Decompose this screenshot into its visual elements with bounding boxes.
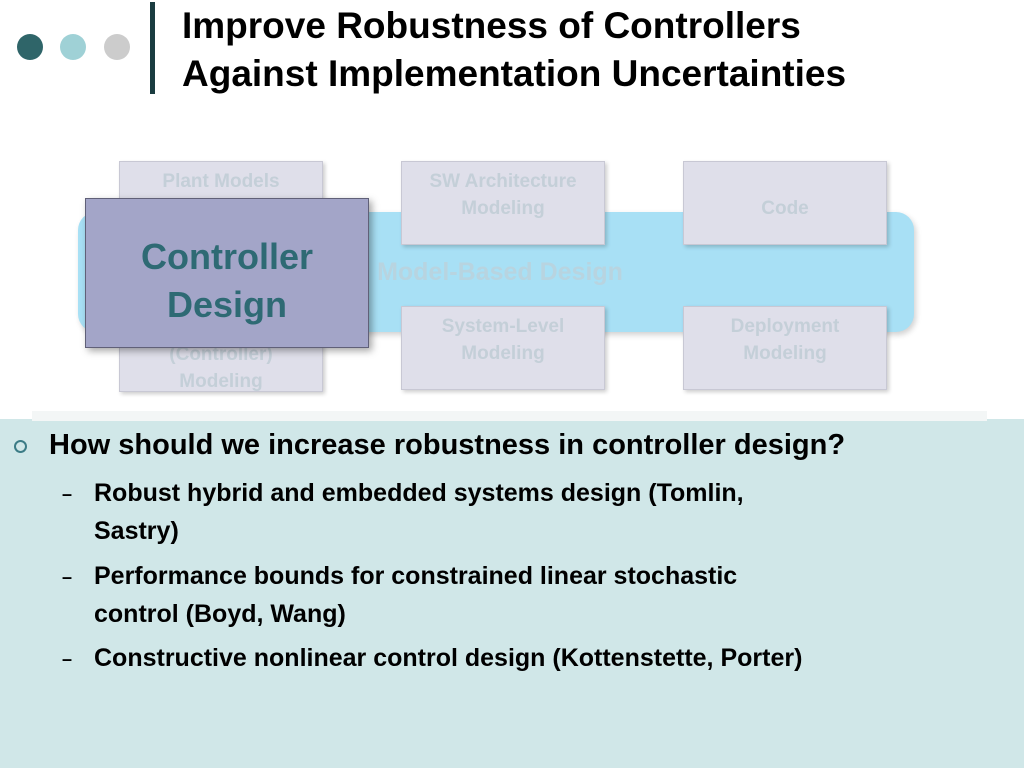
sub-point-2: Performance bounds for constrained linea…	[94, 557, 974, 633]
deployment-box: Deployment Modeling	[683, 306, 887, 390]
sub-point-3-line-1: Constructive nonlinear control design (K…	[94, 644, 803, 672]
model-based-design-diagram: Model-Based Design Plant Models (Control…	[0, 150, 1024, 420]
focus-line-1: Controller	[140, 236, 313, 277]
sub-point-2-line-2: control (Boyd, Wang)	[94, 600, 346, 628]
title-separator-bar	[150, 2, 155, 94]
title-line-2: Against Implementation Uncertainties	[182, 53, 847, 94]
focus-line-2: Design	[166, 284, 288, 325]
nav-dot-1	[17, 34, 43, 60]
dash-bullet-icon: –	[62, 567, 73, 587]
sw-architecture-box: SW Architecture Modeling	[401, 161, 605, 245]
sw-architecture-line-1: SW Architecture	[429, 171, 577, 192]
system-level-line-2: Modeling	[461, 343, 545, 364]
controller-design-focus-box: Controller Design	[85, 198, 369, 348]
sub-point-1: Robust hybrid and embedded systems desig…	[94, 474, 974, 550]
controller-modeling-line-1: (Controller)	[169, 344, 273, 365]
slide-title: Improve Robustness of Controllers Agains…	[182, 2, 1002, 98]
nav-dot-3	[104, 34, 130, 60]
dash-bullet-icon: –	[62, 484, 73, 504]
sub-point-1-line-2: Sastry)	[94, 517, 179, 545]
controller-modeling-line-2: Modeling	[179, 371, 263, 392]
content-panel	[0, 419, 1024, 768]
dash-bullet-icon: –	[62, 649, 73, 669]
deployment-line-2: Modeling	[743, 343, 827, 364]
sub-point-3: Constructive nonlinear control design (K…	[94, 639, 974, 677]
sub-point-1-line-1: Robust hybrid and embedded systems desig…	[94, 479, 744, 507]
sub-point-2-line-1: Performance bounds for constrained linea…	[94, 562, 738, 590]
system-level-box: System-Level Modeling	[401, 306, 605, 390]
code-box: Code	[683, 161, 887, 245]
main-question: How should we increase robustness in con…	[49, 429, 846, 461]
system-level-line-1: System-Level	[441, 316, 565, 337]
title-line-1: Improve Robustness of Controllers	[182, 5, 801, 46]
code-label: Code	[761, 198, 809, 219]
nav-dot-2	[60, 34, 86, 60]
content-panel-edge	[32, 411, 987, 421]
deployment-line-1: Deployment	[730, 316, 840, 337]
plant-models-label: Plant Models	[162, 171, 280, 192]
model-based-design-label: Model-Based Design	[377, 258, 623, 286]
sw-architecture-line-2: Modeling	[461, 198, 545, 219]
bullet-ring-icon	[14, 440, 27, 453]
